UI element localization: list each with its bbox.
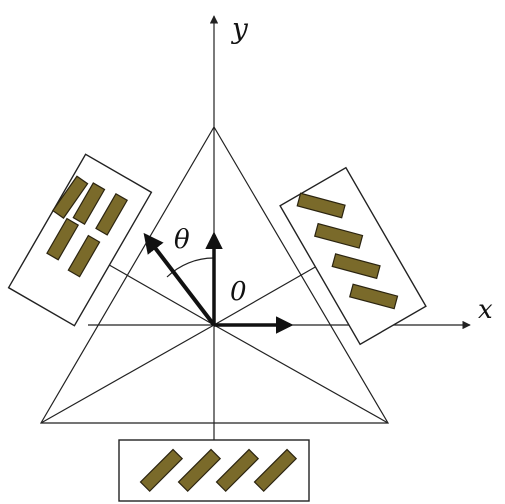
magnet-bar: [72, 182, 106, 225]
magnet-bar: [296, 192, 346, 219]
coil-box-bottom: [118, 439, 310, 502]
magnet-bar: [177, 448, 222, 493]
x-axis-label: x: [478, 295, 493, 325]
magnet-bar: [67, 234, 101, 278]
magnet-bar: [52, 175, 89, 219]
median-bottom-right: [213, 324, 389, 424]
magnet-bar: [253, 448, 298, 493]
angle-arc: [166, 257, 215, 278]
magnet-bar: [349, 283, 399, 310]
magnet-bar: [46, 217, 80, 261]
magnet-bar: [314, 222, 364, 249]
coil-box-left: [7, 153, 153, 327]
median-to-left-side: [103, 261, 215, 326]
magnet-bar: [215, 448, 260, 493]
magnet-bar: [95, 192, 129, 236]
field-vector-rotated: [143, 232, 216, 327]
magnet-bar: [139, 448, 184, 493]
angle-theta-label: θ: [174, 225, 190, 255]
origin-label: 0: [230, 277, 247, 307]
magnet-bar: [331, 253, 381, 280]
median-bottom-left: [40, 324, 215, 424]
y-axis-label: y: [230, 12, 249, 45]
coil-box-right: [279, 166, 427, 346]
median-to-right-side: [213, 261, 325, 326]
